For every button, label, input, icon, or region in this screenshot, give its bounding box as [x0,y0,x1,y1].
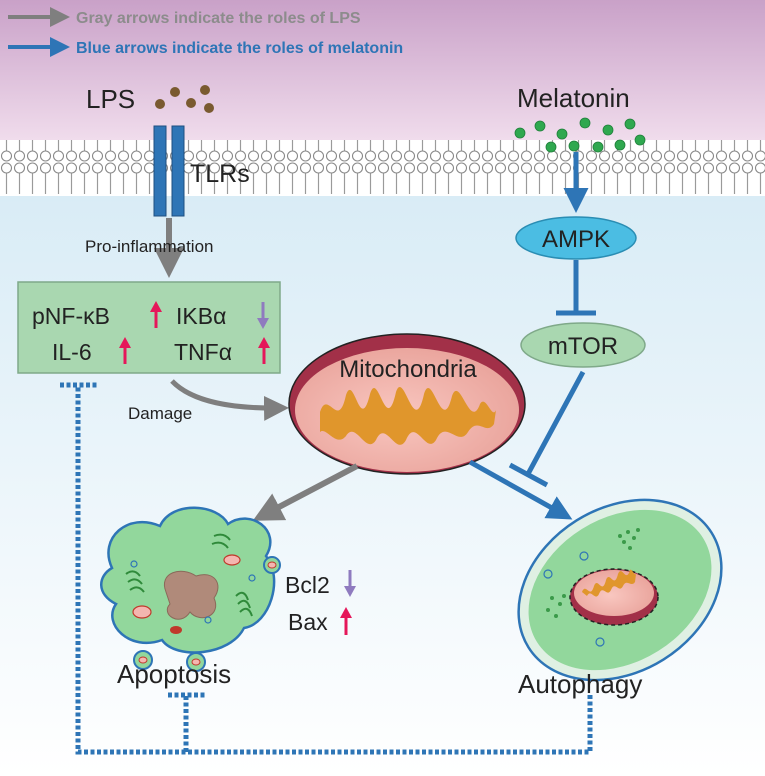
mtor-inhibits-autophagy [508,370,586,488]
mito-to-autophagy-arrow [468,459,573,520]
ikba-label: IKBα [176,303,226,329]
ampk-node [515,216,637,260]
ikba-down-arrow [257,302,269,329]
melatonin-particles [514,117,646,153]
bcl2-down-arrow [344,570,356,597]
mitochondria-organelle [288,333,526,475]
lps-particles [155,85,214,113]
legend-gray-text: Gray arrows indicate the roles of LPS [76,10,361,27]
il6-up-arrow [119,337,131,364]
pnfkb-up-arrow [150,301,162,328]
cell-membrane [0,140,765,194]
pnfkb-label: pNF-κB [32,303,110,329]
tlr-receptor-right [171,125,185,217]
damage-arrow [170,379,289,421]
autophagy-label: Autophagy [518,669,642,699]
damage-label: Damage [128,404,192,423]
mtor-node [520,322,646,368]
bax-label: Bax [288,609,328,635]
mitochondria-label: Mitochondria [339,356,477,383]
mitochondria-cristae [320,386,496,445]
autophagy-cell [517,498,723,682]
bcl2-label: Bcl2 [285,572,330,598]
apoptotic-cell [100,506,276,654]
apoptotic-bodies [133,556,281,672]
extracellular-space [0,0,765,140]
ampk-inhibits-mtor [556,260,596,316]
mito-to-apoptosis-arrow [252,463,359,521]
legend-blue-text: Blue arrows indicate the roles of melato… [76,40,403,57]
melatonin-feedback-inhibition [60,382,593,755]
ampk-label: AMPK [542,226,610,253]
melatonin-label: Melatonin [517,83,630,113]
mtor-label: mTOR [548,333,618,360]
pro-inflammation-label: Pro-inflammation [85,237,214,256]
tnfa-label: TNFα [174,339,232,365]
cytokine-box [17,281,281,374]
bax-up-arrow [340,607,352,635]
tlr-receptor-left [153,125,167,217]
il6-label: IL-6 [52,339,92,365]
apoptosis-label: Apoptosis [117,659,231,689]
tlrs-label: TLRs [190,160,250,188]
lps-label: LPS [86,84,135,114]
tnfa-up-arrow [258,337,270,364]
